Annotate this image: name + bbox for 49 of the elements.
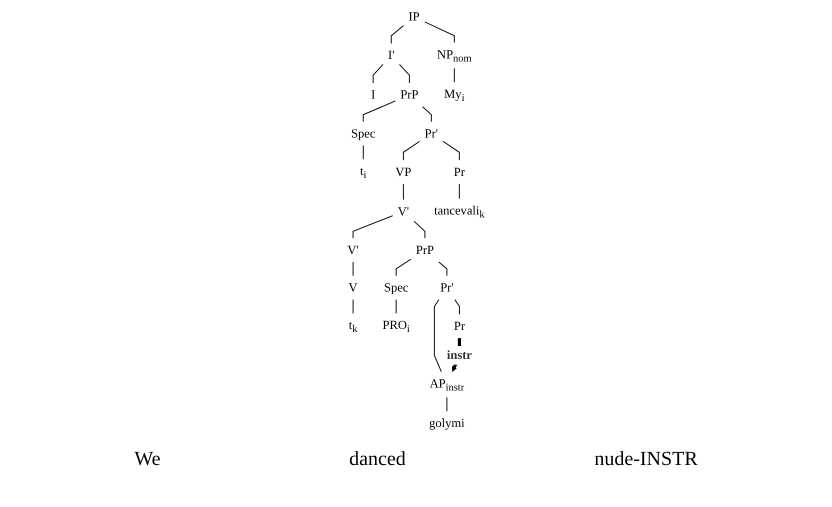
connector <box>414 220 426 239</box>
node-text: I <box>371 88 376 102</box>
connector <box>424 21 455 44</box>
gloss-word: We <box>134 448 160 471</box>
node-text: NP$_{nom}$ <box>437 48 472 64</box>
connector <box>352 262 354 276</box>
node-text: Pr' <box>424 126 438 140</box>
connector <box>399 64 410 84</box>
node-text: tancevali$_{k}$ <box>434 204 485 220</box>
node-text: PrP <box>400 88 418 102</box>
connector <box>396 299 397 314</box>
node-text: Spec <box>384 280 408 295</box>
connector <box>434 299 442 372</box>
node-text: PRO$_{i}$ <box>382 318 410 335</box>
connector <box>422 106 432 122</box>
node-text: V' <box>398 204 410 218</box>
node-text: PrP <box>416 243 434 257</box>
node-text: V' <box>347 243 359 257</box>
connector <box>396 258 412 276</box>
connector <box>362 100 396 122</box>
node-text: My$_{i}$ <box>444 87 464 104</box>
node-text: VP <box>395 165 412 179</box>
node-text: Pr <box>454 165 465 179</box>
node-text: golymi <box>429 416 465 430</box>
node-text: Pr <box>454 319 466 334</box>
edge-label: instr <box>446 348 472 362</box>
connector <box>352 215 394 239</box>
connector <box>438 262 448 276</box>
connector <box>372 64 384 84</box>
node-text: Pr' <box>440 280 454 295</box>
connector <box>402 184 404 200</box>
gloss-word: nude-INSTR <box>594 448 698 471</box>
node-text: t$_{i}$ <box>360 164 366 181</box>
connector <box>454 299 460 315</box>
gloss-word: danced <box>349 448 406 471</box>
connector <box>390 25 404 44</box>
connector <box>446 396 448 412</box>
node-text: Spec <box>351 126 376 140</box>
node-text: IP <box>408 10 420 24</box>
connector <box>352 299 354 314</box>
node-text: t$_{k}$ <box>348 318 358 335</box>
connector <box>402 140 420 161</box>
connector <box>442 140 460 161</box>
connector <box>362 144 364 160</box>
connector <box>458 184 460 200</box>
node-text: V <box>348 280 358 295</box>
node-text: AP$_{instr}$ <box>430 376 464 393</box>
node-text: I' <box>388 48 394 62</box>
connector <box>454 68 455 83</box>
